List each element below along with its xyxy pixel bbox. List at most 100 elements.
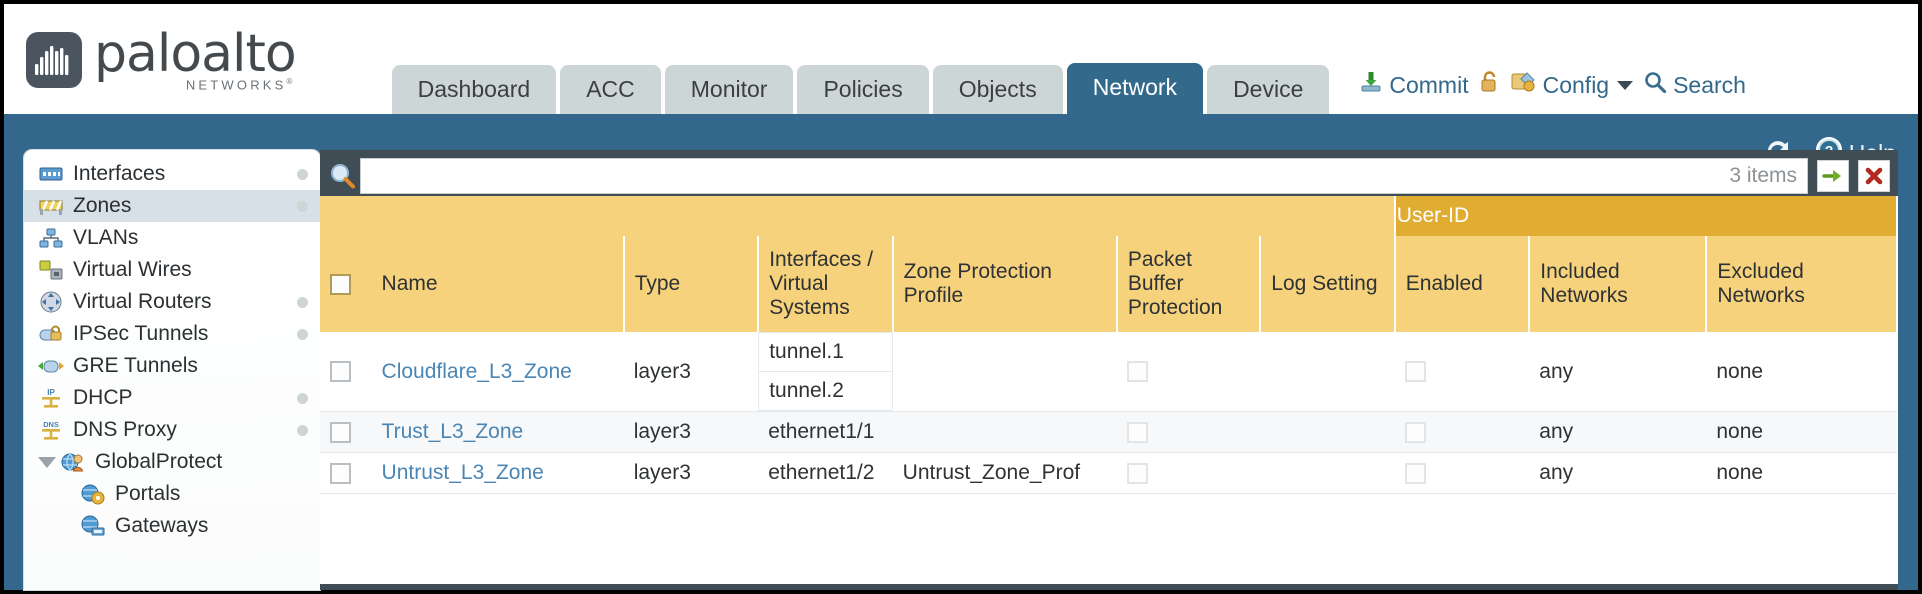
search-filter-icon[interactable]	[326, 162, 360, 190]
table-row[interactable]: Untrust_L3_Zone layer3 ethernet1/2 Untru…	[320, 452, 1897, 494]
row-checkbox[interactable]	[330, 361, 351, 383]
packet-buffer-checkbox[interactable]	[1126, 462, 1148, 484]
col-enabled[interactable]: Enabled	[1394, 236, 1531, 332]
sidebar-item-interfaces[interactable]: Interfaces	[24, 158, 320, 190]
row-checkbox[interactable]	[330, 421, 351, 443]
sidebar-item-globalprotect[interactable]: GlobalProtect	[24, 446, 320, 478]
column-header-row: Name Type Interfaces / Virtual Systems Z…	[320, 236, 1898, 332]
table-row[interactable]: Trust_L3_Zone layer3 ethernet1/1	[320, 411, 1897, 453]
tab-device[interactable]: Device	[1207, 65, 1330, 114]
tab-objects[interactable]: Objects	[932, 65, 1063, 114]
select-all-header	[320, 236, 372, 332]
apply-filter-button[interactable]	[1817, 160, 1849, 192]
tab-dashboard[interactable]: Dashboard	[391, 65, 557, 114]
col-packet-buffer-protection[interactable]: Packet Buffer Protection	[1116, 236, 1262, 332]
sidebar-item-dns-proxy[interactable]: DNS DNS Proxy	[24, 414, 320, 446]
main-panel: 3 items	[320, 150, 1898, 590]
cell-type: layer3	[623, 411, 759, 453]
sidebar-item-label: Virtual Wires	[73, 258, 192, 281]
row-select-cell	[320, 411, 372, 453]
sidebar-item-label: Interfaces	[73, 162, 166, 185]
portals-icon	[80, 483, 106, 505]
sidebar-item-label: Gateways	[115, 514, 209, 537]
commit-label: Commit	[1389, 71, 1469, 98]
cell-enabled	[1394, 452, 1530, 494]
paloalto-logo-icon	[26, 32, 82, 89]
status-dot	[297, 168, 308, 180]
gre-tunnels-icon	[38, 355, 64, 377]
globalprotect-icon	[60, 451, 86, 473]
sidebar-item-vlans[interactable]: VLANs	[24, 222, 320, 254]
sidebar-item-gateways[interactable]: Gateways	[24, 510, 320, 542]
sidebar-item-label: DHCP	[73, 386, 133, 409]
cell-packet-buffer-protection	[1116, 452, 1261, 494]
padlock-icon[interactable]	[1479, 70, 1501, 100]
zone-link[interactable]: Cloudflare_L3_Zone	[381, 359, 572, 383]
col-interfaces-virtual-systems[interactable]: Interfaces / Virtual Systems	[758, 236, 894, 332]
zones-icon	[38, 195, 64, 217]
col-excluded-networks[interactable]: Excluded Networks	[1706, 236, 1898, 332]
col-zone-protection-profile[interactable]: Zone Protection Profile	[892, 236, 1118, 332]
row-checkbox[interactable]	[330, 462, 351, 484]
dns-proxy-icon: DNS	[38, 419, 64, 441]
brand-text: paloalto NETWORKS®	[94, 23, 297, 92]
clear-filter-button[interactable]	[1858, 160, 1890, 192]
select-all-checkbox[interactable]	[330, 273, 351, 295]
brand-name: paloalto	[94, 23, 297, 84]
packet-buffer-checkbox[interactable]	[1126, 361, 1148, 383]
table-row[interactable]: Cloudflare_L3_Zone layer3 tunnel.1 tunne…	[320, 332, 1897, 412]
status-dot	[297, 424, 308, 436]
chevron-down-icon	[1617, 80, 1634, 90]
tab-acc[interactable]: ACC	[560, 65, 661, 114]
interface-item: ethernet1/2	[768, 461, 875, 484]
cell-included-networks: any	[1529, 452, 1707, 494]
enabled-checkbox[interactable]	[1404, 421, 1426, 443]
virtual-wires-icon	[38, 259, 64, 281]
item-count: 3 items	[1729, 164, 1797, 187]
enabled-checkbox[interactable]	[1404, 361, 1426, 383]
search-input[interactable]: 3 items	[360, 158, 1808, 194]
enabled-checkbox[interactable]	[1404, 462, 1426, 484]
tab-policies[interactable]: Policies	[797, 65, 929, 114]
status-dot	[297, 200, 308, 212]
interface-item: tunnel.2	[758, 372, 893, 411]
col-name[interactable]: Name	[371, 236, 625, 332]
col-included-networks[interactable]: Included Networks	[1529, 236, 1708, 332]
zone-link[interactable]: Trust_L3_Zone	[381, 420, 524, 443]
tab-network[interactable]: Network	[1066, 63, 1204, 114]
row-select-cell	[320, 452, 372, 494]
row-select-cell	[320, 332, 372, 412]
cell-type: layer3	[623, 452, 759, 494]
cell-zone-protection-profile: Untrust_Zone_Prof	[892, 452, 1117, 494]
sidebar-item-portals[interactable]: Portals	[24, 478, 320, 510]
commit-button[interactable]: Commit	[1359, 70, 1469, 100]
sidebar-item-dhcp[interactable]: IP DHCP	[24, 382, 320, 414]
expander-triangle-icon[interactable]	[38, 456, 56, 468]
sidebar-item-label: Portals	[115, 482, 181, 505]
sidebar-item-ipsec-tunnels[interactable]: IPSec Tunnels	[24, 318, 320, 350]
cell-enabled	[1394, 411, 1530, 453]
status-dot	[297, 296, 308, 308]
interface-item: ethernet1/1	[768, 420, 875, 443]
cell-name: Trust_L3_Zone	[371, 411, 624, 453]
sidebar-item-zones[interactable]: Zones	[24, 190, 320, 222]
sidebar-item-label: IPSec Tunnels	[73, 322, 209, 345]
sidebar-item-virtual-wires[interactable]: Virtual Wires	[24, 254, 320, 286]
sidebar-item-gre-tunnels[interactable]: GRE Tunnels	[24, 350, 320, 382]
zone-link[interactable]: Untrust_L3_Zone	[381, 461, 544, 484]
col-log-setting[interactable]: Log Setting	[1260, 236, 1396, 332]
top-actions: Commit Config	[1359, 70, 1746, 114]
col-type[interactable]: Type	[623, 236, 760, 332]
cell-enabled	[1394, 332, 1530, 412]
group-header-row: User-ID	[320, 196, 1898, 236]
virtual-routers-icon	[38, 291, 64, 313]
tab-monitor[interactable]: Monitor	[664, 65, 794, 114]
brand-logo: paloalto NETWORKS®	[4, 23, 297, 114]
search-button[interactable]: Search	[1643, 70, 1746, 100]
config-menu[interactable]: Config	[1511, 70, 1634, 100]
packet-buffer-checkbox[interactable]	[1126, 421, 1148, 443]
sidebar-item-virtual-routers[interactable]: Virtual Routers	[24, 286, 320, 318]
body-region: ? Help Interfaces Zones	[4, 114, 1918, 590]
commit-icon	[1359, 70, 1383, 100]
cell-log-setting	[1260, 411, 1395, 453]
